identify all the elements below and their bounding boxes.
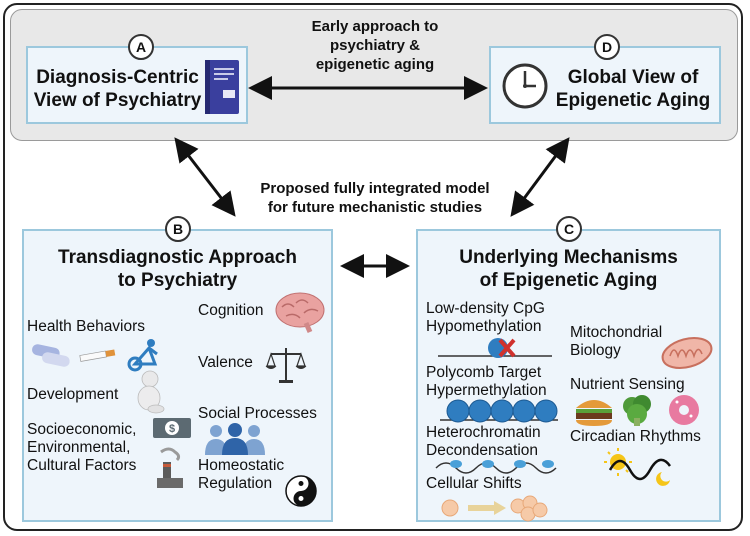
badge-c: C — [556, 216, 582, 242]
svg-text:$: $ — [169, 423, 175, 435]
panel-c-title-line1: Underlying Mechanisms — [459, 247, 678, 268]
panel-a-title-line2: View of Psychiatry — [33, 90, 202, 111]
dsm-book-icon — [205, 60, 239, 114]
food-icon — [576, 395, 699, 426]
middle-note-line2: for future mechanistic studies — [267, 199, 483, 216]
label-socio-line2: Environmental, — [27, 439, 131, 456]
badge-d: D — [594, 34, 620, 60]
factory-icon — [157, 447, 183, 488]
figure-frame — [3, 3, 743, 531]
dna-x-icon — [438, 338, 552, 358]
label-homeostatic-line1: Homeostatic — [198, 457, 285, 474]
label-mito-line2: Biology — [570, 342, 621, 359]
cigarette-icon — [79, 349, 116, 362]
label-socio-line1: Socioeconomic, — [27, 421, 137, 438]
baby-icon — [137, 370, 165, 414]
label-cognition: Cognition — [198, 302, 264, 319]
label-polycomb-line1: Polycomb Target — [426, 364, 542, 381]
label-cellular-shifts: Cellular Shifts — [426, 475, 522, 492]
label-social-processes: Social Processes — [198, 405, 317, 422]
label-health-behaviors: Health Behaviors — [27, 318, 146, 335]
pills-icon — [32, 344, 70, 367]
label-mito-line1: Mitochondrial — [570, 324, 663, 341]
top-note-line3: epigenetic aging — [315, 56, 435, 73]
label-polycomb-line2: Hypermethylation — [426, 382, 547, 399]
label-valence: Valence — [198, 354, 253, 371]
badge-b: B — [165, 216, 191, 242]
panel-b — [22, 229, 333, 522]
scales-icon — [265, 348, 307, 383]
label-cpg-line2: Hypomethylation — [426, 318, 542, 335]
clock-icon — [502, 63, 548, 109]
chromatin-icon — [435, 460, 557, 474]
exercise-bike-icon — [127, 339, 158, 372]
panel-d-title-line1: Global View of — [567, 67, 699, 88]
label-development: Development — [27, 386, 119, 403]
panel-a-title-line1: Diagnosis-Centric — [36, 67, 199, 88]
badge-a: A — [128, 34, 154, 60]
top-note-line1: Early approach to — [311, 18, 439, 35]
middle-note-line1: Proposed fully integrated model — [260, 180, 490, 197]
label-hetero-line2: Decondensation — [426, 442, 539, 459]
arrow-d-c — [510, 137, 570, 217]
money-icon: $ — [153, 418, 191, 438]
label-circadian: Circadian Rhythms — [570, 428, 701, 445]
top-note-line2: psychiatry & — [329, 37, 421, 54]
nucleosomes-icon — [440, 399, 558, 423]
label-nutrient-sensing: Nutrient Sensing — [570, 376, 685, 393]
yin-yang-icon — [285, 475, 317, 507]
arrow-a-b — [174, 137, 236, 217]
label-homeostatic-line2: Regulation — [198, 475, 273, 492]
label-hetero-line1: Heterochromatin — [426, 424, 541, 441]
panel-c-title-line2: of Epigenetic Aging — [479, 270, 658, 291]
label-socio-line3: Cultural Factors — [27, 457, 137, 474]
mitochondrion-icon — [661, 337, 713, 369]
sun-wave-icon — [604, 448, 672, 486]
panel-b-title-line1: Transdiagnostic Approach — [58, 247, 297, 268]
panel-d-title-line2: Epigenetic Aging — [555, 90, 711, 111]
label-cpg-line1: Low-density CpG — [426, 300, 545, 317]
people-icon — [205, 423, 265, 455]
brain-icon — [275, 292, 325, 334]
panel-b-title-line2: to Psychiatry — [117, 270, 238, 291]
cell-shift-icon — [441, 495, 548, 522]
